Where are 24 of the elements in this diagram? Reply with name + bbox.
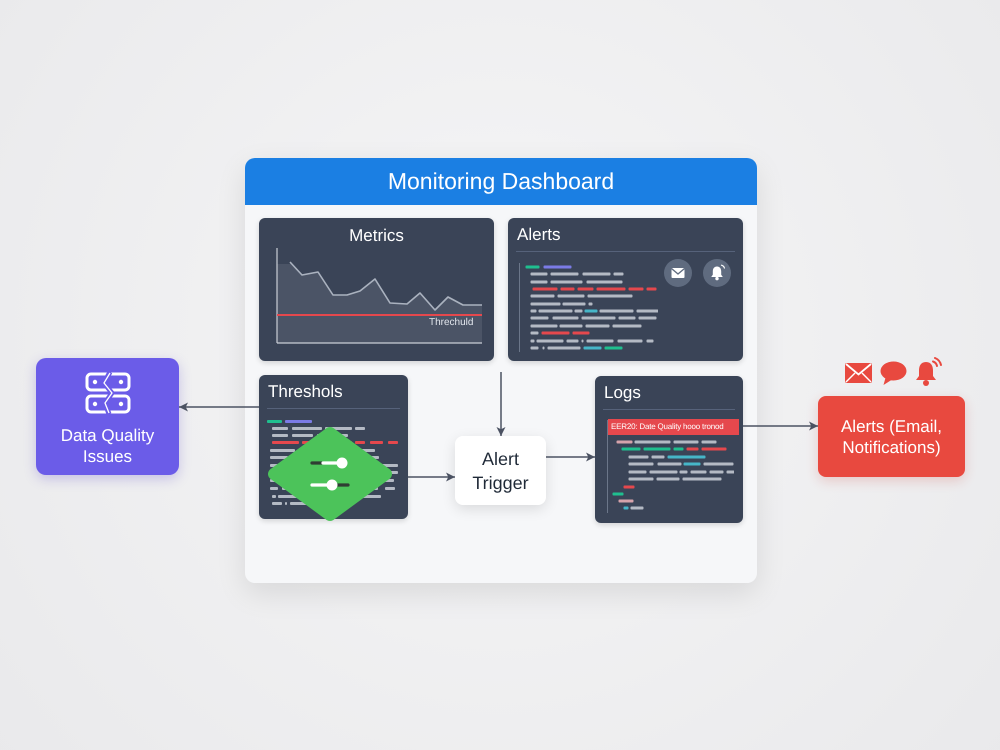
card-label: Alerts (Email, Notifications) — [840, 416, 944, 458]
panel-title: Logs — [604, 382, 641, 404]
logs-panel — [595, 376, 743, 523]
alerts-panel — [508, 218, 743, 361]
dashboard-title: Monitoring Dashboard — [388, 167, 614, 196]
dashboard-panel — [245, 158, 757, 583]
arrow — [743, 422, 818, 430]
card-label: Data Quality Issues — [60, 425, 156, 467]
panel-title: Threshols — [268, 381, 343, 403]
panel-title: Metrics — [349, 225, 404, 247]
box-label: Alert Trigger — [471, 448, 530, 494]
arrow — [179, 402, 259, 412]
issue-card — [36, 358, 179, 475]
metrics-panel — [259, 218, 494, 361]
arrow — [496, 372, 506, 436]
error-banner: EER20: Date Quality hooo tronod — [608, 419, 739, 435]
alert-card — [818, 396, 965, 477]
panel-title: Alerts — [517, 224, 560, 246]
diamond-shape — [268, 427, 392, 521]
process-box — [455, 436, 546, 505]
arrow — [546, 452, 595, 462]
thresholds-panel — [259, 375, 408, 519]
arrow — [408, 472, 455, 482]
chart-label: Threchuld — [429, 317, 474, 329]
